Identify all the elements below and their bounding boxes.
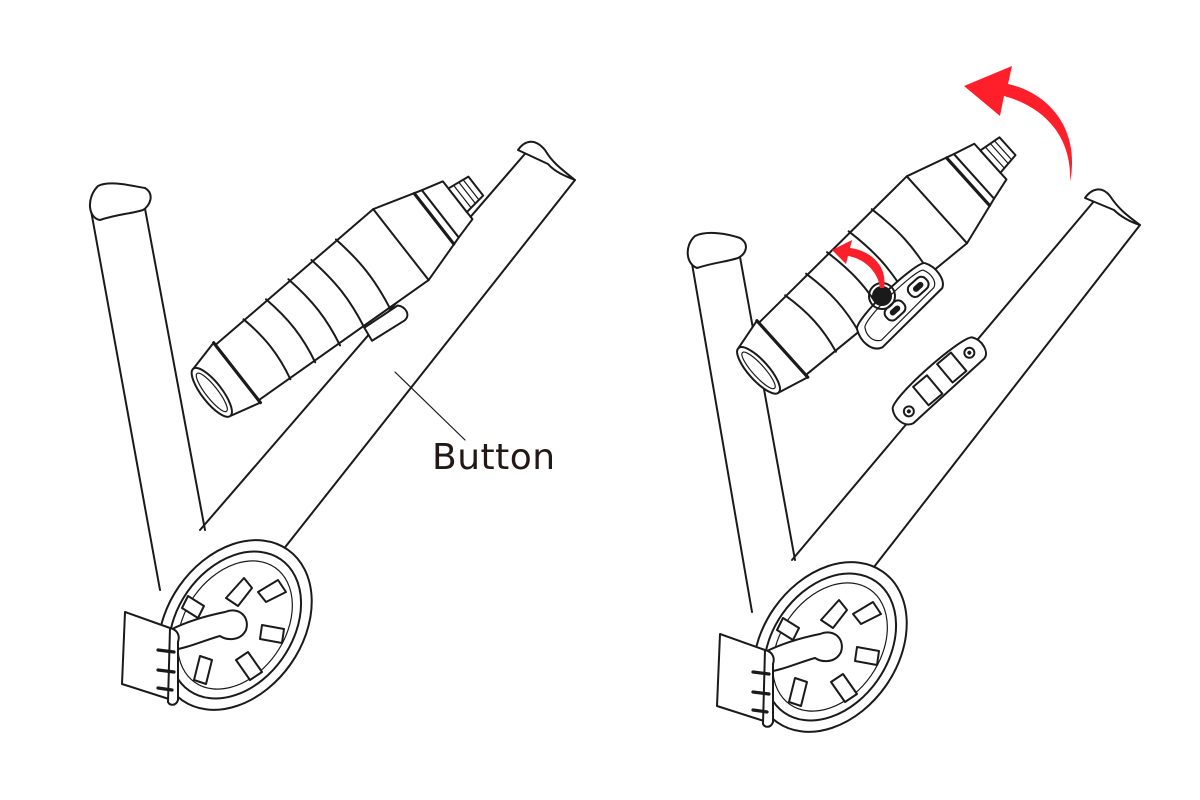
bottle-mount-clip bbox=[856, 262, 944, 350]
frame-mount-plate bbox=[891, 336, 987, 426]
button-callout-label: Button bbox=[432, 437, 556, 478]
water-bottle bbox=[736, 136, 1017, 395]
pedal bbox=[716, 633, 775, 728]
water-bottle bbox=[190, 175, 485, 418]
pedal bbox=[121, 611, 180, 706]
chainring bbox=[157, 539, 313, 711]
chainring bbox=[752, 561, 908, 733]
panel-bottle-removed bbox=[600, 0, 1200, 800]
bike-frame-illustration-left bbox=[89, 140, 576, 711]
seat-tube bbox=[89, 182, 206, 591]
small-rotation-arrow bbox=[832, 240, 885, 288]
down-tube bbox=[199, 140, 576, 561]
large-rotation-arrow bbox=[964, 66, 1073, 182]
bike-frame-illustration-right bbox=[686, 66, 1141, 733]
panel-bottle-mounted: Button bbox=[89, 140, 576, 711]
seat-tube bbox=[686, 231, 796, 613]
callout-leader-line bbox=[394, 371, 466, 441]
release-button bbox=[872, 286, 892, 306]
